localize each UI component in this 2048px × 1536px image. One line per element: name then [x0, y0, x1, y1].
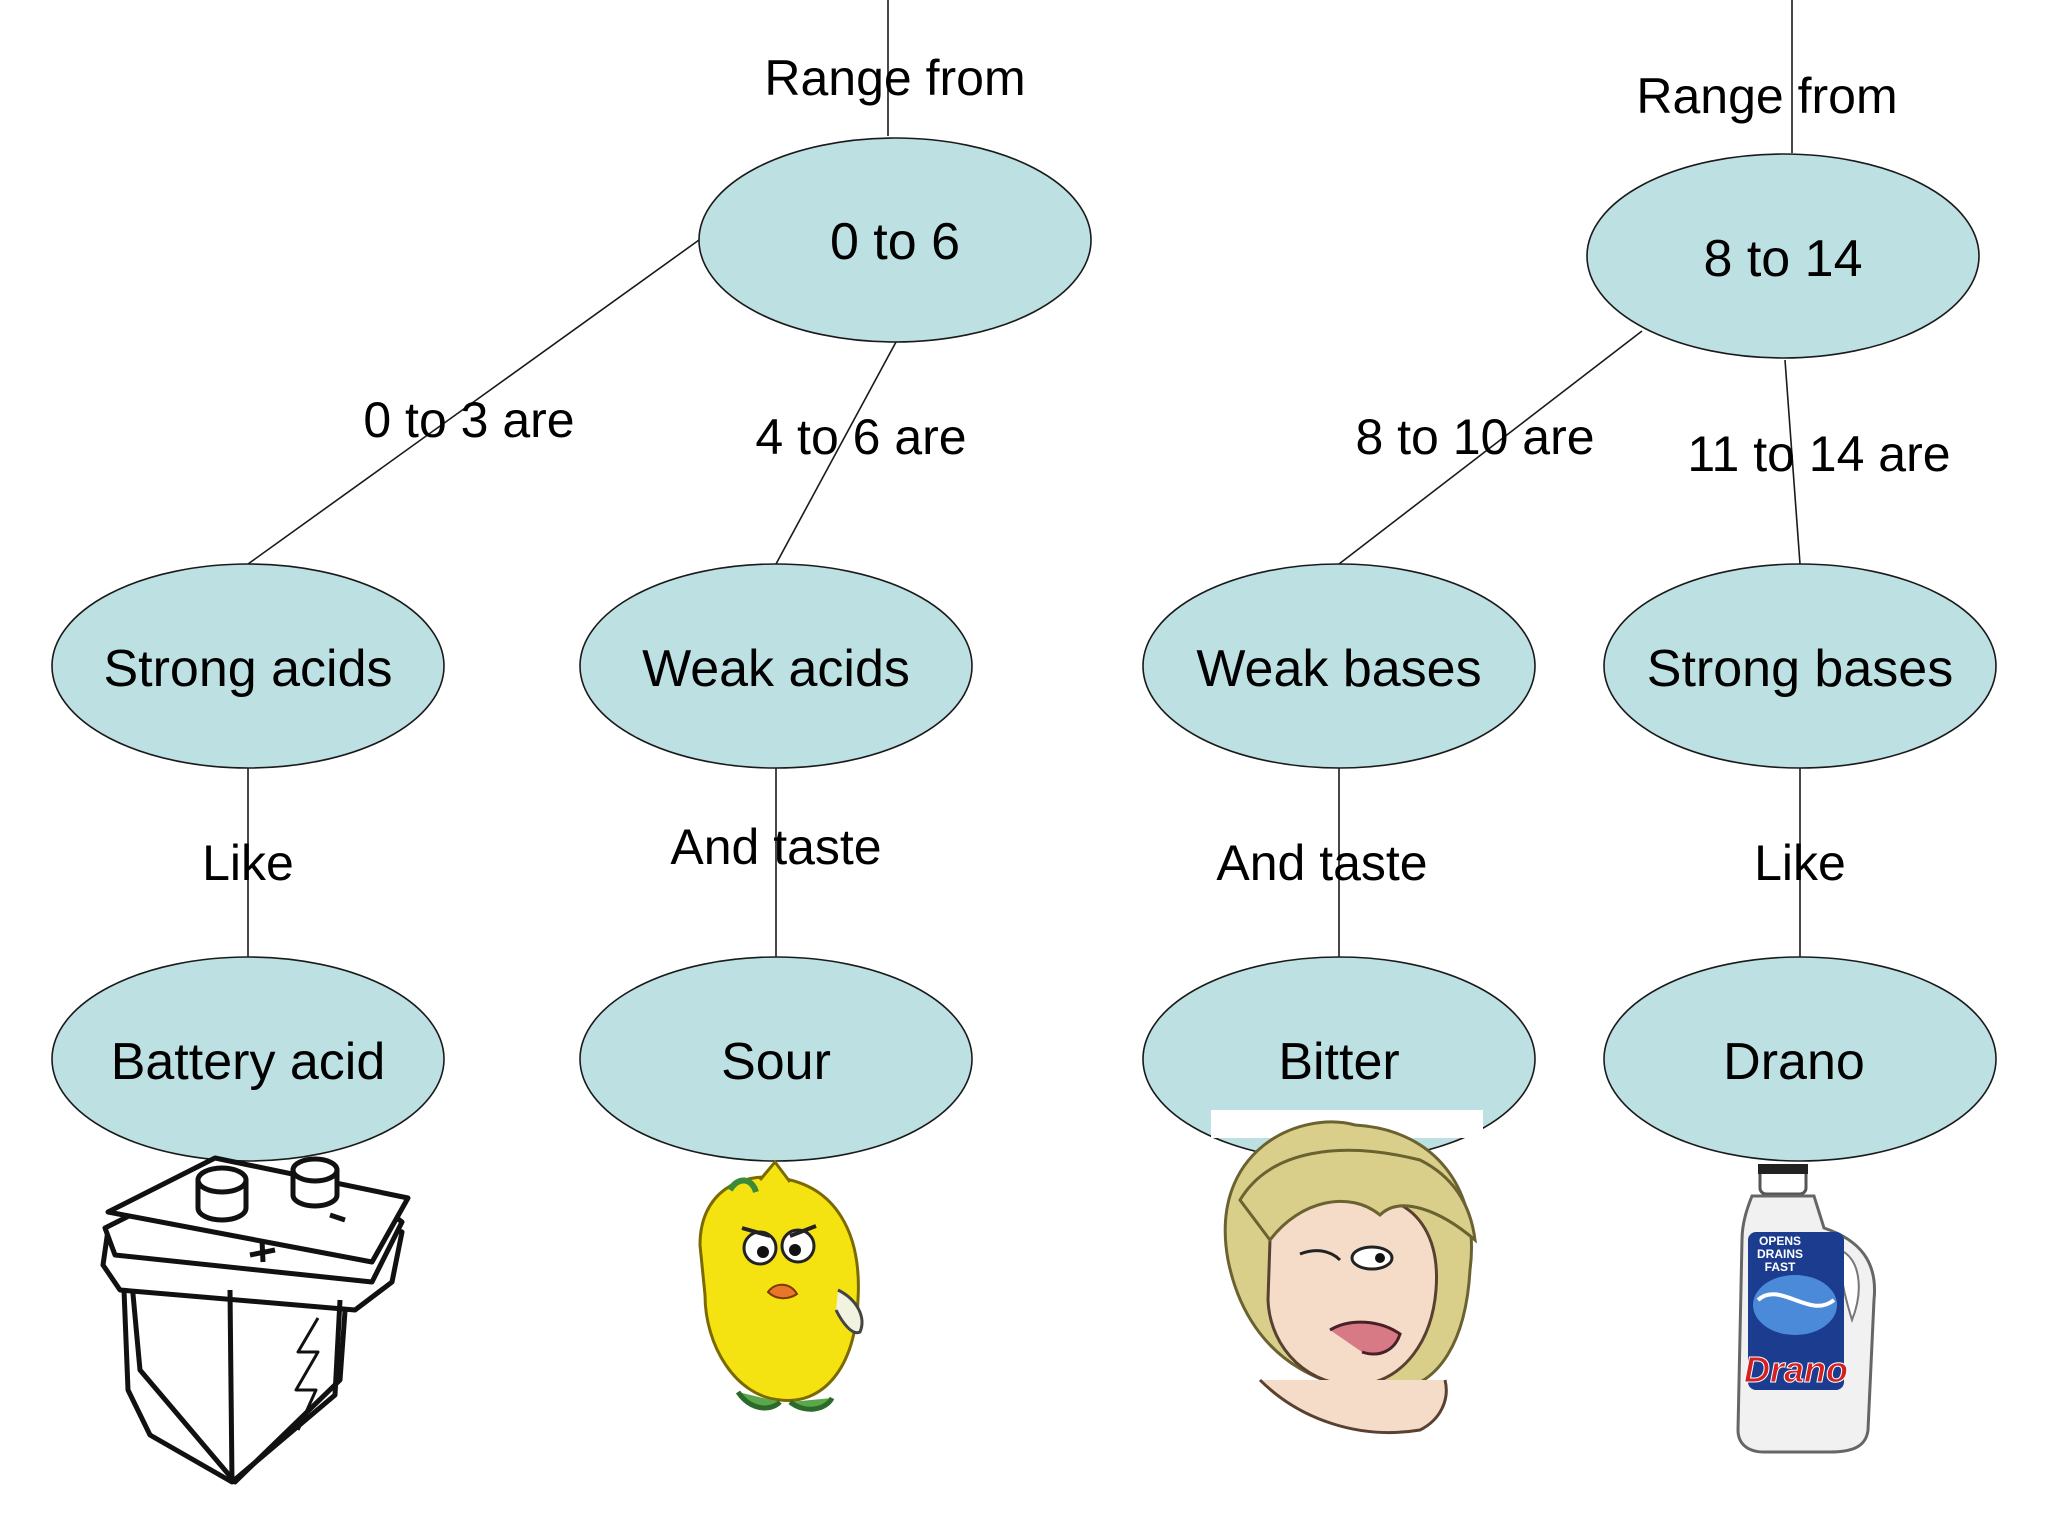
connector-range-bases-to-strong-bases	[1784, 359, 1801, 565]
edge-label-range-acids: Range from	[764, 50, 1025, 106]
node-weak-bases-label: Weak bases	[1196, 640, 1481, 698]
node-range-bases-shape	[1586, 153, 1980, 359]
edge-label-like-bases: Like	[1754, 835, 1846, 891]
node-weak-acids-shape	[579, 563, 973, 769]
node-drano-shape	[1603, 956, 1997, 1162]
node-bitter-label: Bitter	[1278, 1033, 1399, 1091]
node-battery-acid: Battery acid	[51, 956, 445, 1162]
node-strong-acids-shape	[51, 563, 445, 769]
node-strong-acids: Strong acids	[51, 563, 445, 769]
edge-label-like-acids: Like	[202, 835, 294, 891]
connector-range-acids-to-weak-acids	[775, 341, 897, 565]
node-strong-bases: Strong bases	[1603, 563, 1997, 769]
node-strong-bases-shape	[1603, 563, 1997, 769]
node-battery-acid-shape	[51, 956, 445, 1162]
node-drano: Drano	[1603, 956, 1997, 1162]
connector-range-acids-to-strong-acids	[247, 239, 700, 565]
sour-lemon-icon	[698, 1159, 864, 1412]
battery-icon	[100, 1155, 411, 1485]
drano-brand-label: Drano	[1744, 1349, 1848, 1390]
edge-label-strong-acids: 0 to 3 are	[363, 392, 574, 448]
node-strong-acids-label: Strong acids	[103, 640, 392, 698]
drano-label-line-3: FAST	[1765, 1260, 1796, 1274]
connectors	[247, 0, 1801, 957]
node-drano-label: Drano	[1723, 1033, 1865, 1091]
edge-label-weak-bases: 8 to 10 are	[1355, 409, 1594, 465]
bitter-face-icon	[1211, 1110, 1483, 1434]
connector-range-bases-to-weak-bases	[1338, 330, 1643, 565]
node-weak-acids-label: Weak acids	[642, 640, 910, 698]
node-sour-label: Sour	[721, 1033, 831, 1091]
node-range-acids: 0 to 6	[698, 137, 1092, 343]
drano-bottle-icon: OPENS DRAINS FAST Drano	[1736, 1164, 1877, 1454]
node-battery-acid-label: Battery acid	[111, 1033, 386, 1091]
node-range-bases-label: 8 to 14	[1703, 230, 1862, 288]
edge-label-strong-bases: 11 to 14 are	[1687, 426, 1950, 482]
edge-label-range-bases: Range from	[1636, 68, 1897, 124]
node-range-acids-label: 0 to 6	[830, 213, 960, 271]
node-weak-bases: Weak bases	[1142, 563, 1536, 769]
edge-label-taste-bases: And taste	[1216, 835, 1427, 891]
node-sour: Sour	[579, 956, 973, 1162]
node-strong-bases-label: Strong bases	[1647, 640, 1953, 698]
node-weak-bases-shape	[1142, 563, 1536, 769]
edge-label-taste-acids: And taste	[670, 819, 881, 875]
edge-label-weak-acids: 4 to 6 are	[755, 409, 966, 465]
node-range-acids-shape	[698, 137, 1092, 343]
node-range-bases: 8 to 14	[1586, 153, 1980, 359]
edge-labels: Range from Range from 0 to 3 are 4 to 6 …	[202, 50, 1950, 891]
drano-label-line-1: OPENS	[1759, 1234, 1801, 1248]
drano-label-line-2: DRAINS	[1757, 1247, 1803, 1261]
node-weak-acids: Weak acids	[579, 563, 973, 769]
